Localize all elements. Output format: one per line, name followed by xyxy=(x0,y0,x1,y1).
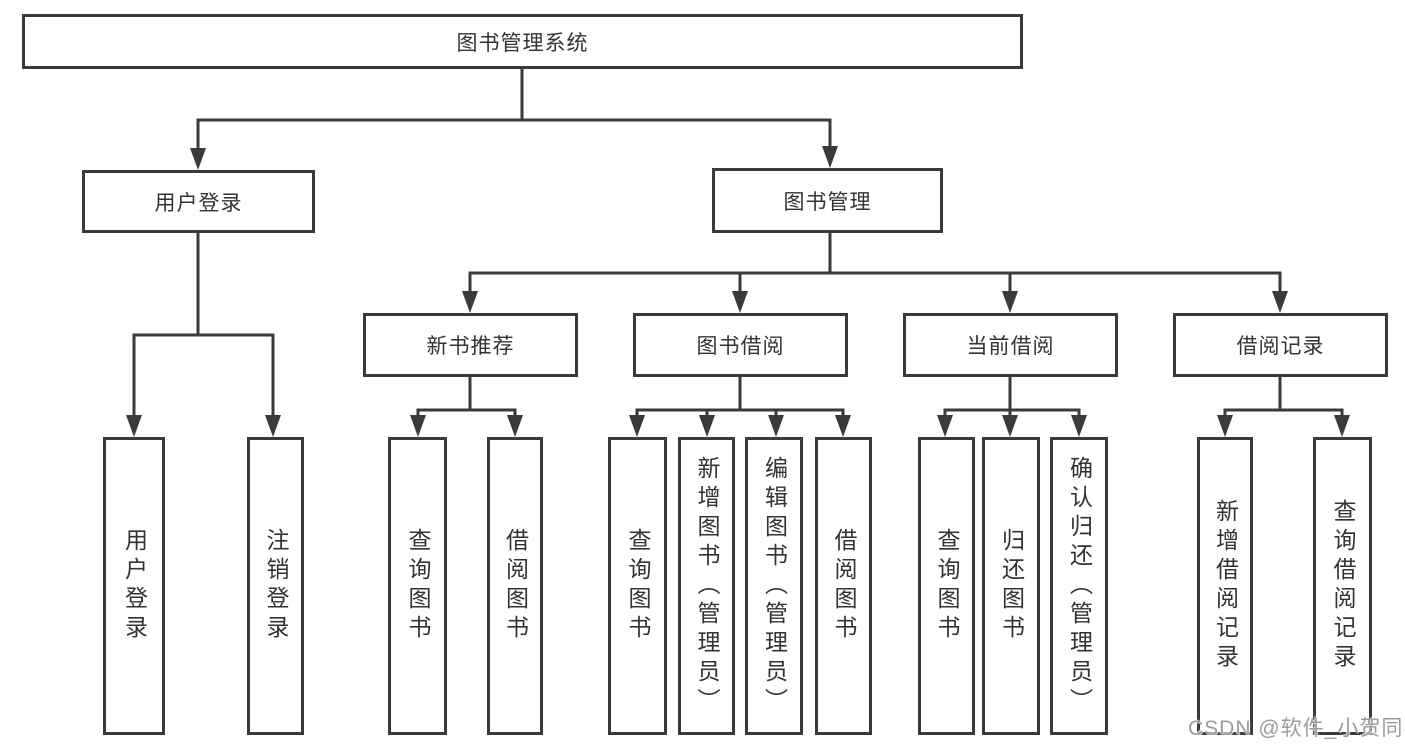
leaf-add-book-admin: 新增图书（管理员） xyxy=(678,437,735,735)
leaf-label: 查询图书 xyxy=(405,528,431,644)
leaf-label: 查询图书 xyxy=(934,528,960,644)
leaf-add-borrow-record: 新增借阅记录 xyxy=(1197,437,1253,735)
leaf-label: 查询图书 xyxy=(625,528,651,644)
node-current-borrow: 当前借阅 xyxy=(903,313,1118,377)
node-library-management-system: 图书管理系统 xyxy=(22,14,1023,69)
leaf-label: 新增图书（管理员） xyxy=(694,455,720,717)
leaf-borrow-books-recommend: 借阅图书 xyxy=(487,437,543,735)
node-borrow-records: 借阅记录 xyxy=(1173,313,1388,377)
node-book-management: 图书管理 xyxy=(712,168,943,233)
leaf-label: 用户登录 xyxy=(121,528,148,644)
node-user-login: 用户登录 xyxy=(82,170,315,233)
leaf-label: 归还图书 xyxy=(998,528,1025,644)
leaf-label: 编辑图书（管理员） xyxy=(761,455,788,717)
leaf-logout: 注销登录 xyxy=(247,437,304,735)
leaf-label: 查询借阅记录 xyxy=(1330,499,1356,673)
leaf-edit-book-admin: 编辑图书（管理员） xyxy=(745,437,803,735)
leaf-query-books-recommend: 查询图书 xyxy=(388,437,447,735)
leaf-return-book: 归还图书 xyxy=(982,437,1040,735)
leaf-label: 借阅图书 xyxy=(831,528,857,644)
watermark: CSDN @软件_小贺同学 xyxy=(1188,717,1405,740)
leaf-label: 注销登录 xyxy=(263,528,289,644)
leaf-label: 确认归还（管理员） xyxy=(1066,455,1093,717)
leaf-label: 新增借阅记录 xyxy=(1212,499,1239,673)
leaf-query-books-current: 查询图书 xyxy=(918,437,975,735)
leaf-query-borrow-record: 查询借阅记录 xyxy=(1313,437,1372,735)
node-book-borrow: 图书借阅 xyxy=(633,313,848,377)
node-new-book-recommend: 新书推荐 xyxy=(363,313,578,377)
leaf-borrow-books-borrow: 借阅图书 xyxy=(815,437,872,735)
leaf-user-login: 用户登录 xyxy=(103,437,165,735)
leaf-confirm-return-admin: 确认归还（管理员） xyxy=(1050,437,1108,735)
leaf-label: 借阅图书 xyxy=(502,528,529,644)
leaf-query-books-borrow: 查询图书 xyxy=(608,437,667,735)
